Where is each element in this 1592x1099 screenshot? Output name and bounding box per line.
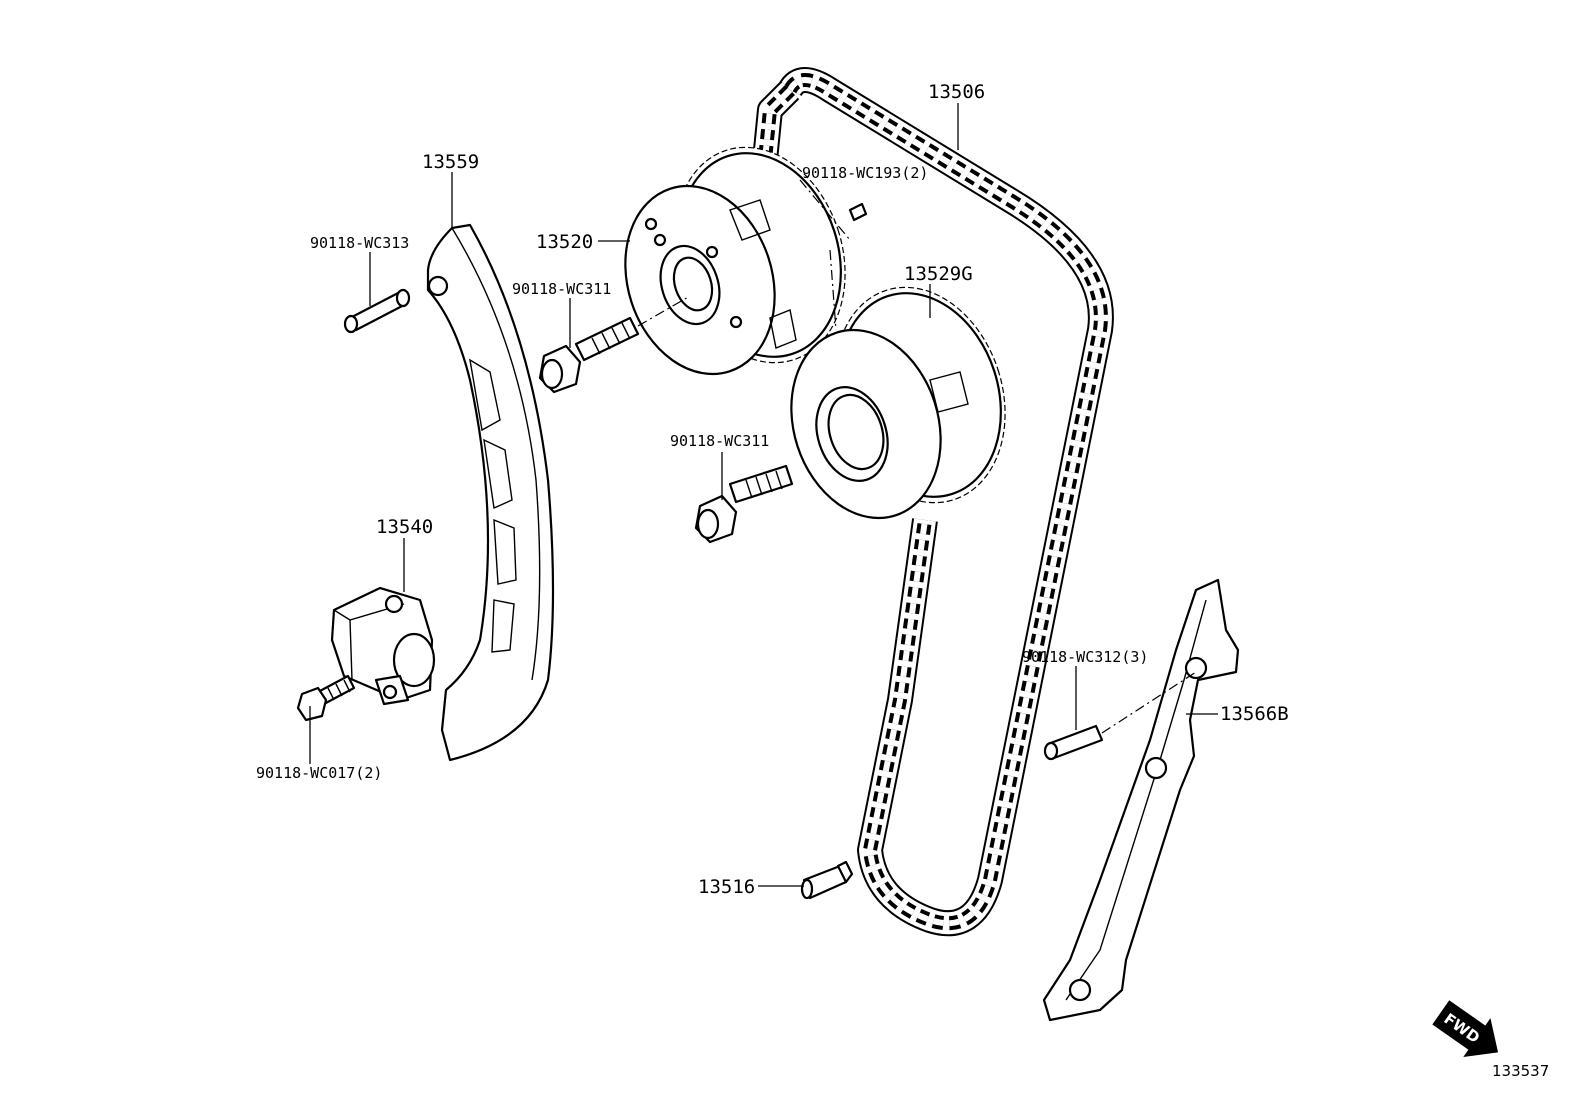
pin-90118-wc312 — [1043, 671, 1197, 761]
label-13529g: 13529G — [904, 263, 973, 285]
part-labels: 13559 90118-WC313 13520 90118-WC311 1350… — [256, 81, 1289, 898]
sprocket-13520 — [624, 146, 846, 376]
pin-90118-wc193 — [799, 179, 868, 331]
dowel-pin-13516 — [800, 860, 854, 900]
chain-guide-13566b — [1042, 578, 1240, 1022]
label-13559: 13559 — [422, 151, 479, 173]
label-13516: 13516 — [698, 876, 755, 898]
label-13520: 13520 — [536, 231, 593, 253]
label-90118-wc017: 90118-WC017(2) — [256, 764, 382, 782]
chain-guide-13559 — [426, 223, 555, 762]
label-90118-wc312: 90118-WC312(3) — [1022, 648, 1148, 666]
bolt-90118-wc311-lower — [694, 464, 794, 544]
reference-number: 133537 — [1492, 1062, 1549, 1080]
label-90118-wc313: 90118-WC313 — [310, 234, 409, 252]
label-13566b: 13566B — [1220, 703, 1289, 725]
fwd-arrow-icon: FWD — [1432, 1000, 1499, 1058]
label-90118-wc311-upper: 90118-WC311 — [512, 280, 611, 298]
label-13506: 13506 — [928, 81, 985, 103]
pin-90118-wc313 — [343, 288, 411, 334]
label-90118-wc311-lower: 90118-WC311 — [670, 432, 769, 450]
leader-lines — [309, 103, 1218, 887]
label-13540: 13540 — [376, 516, 433, 538]
label-90118-wc193: 90118-WC193(2) — [802, 164, 928, 182]
bolt-90118-wc017 — [296, 674, 356, 722]
sprocket-13529g — [790, 286, 1006, 520]
bolt-90118-wc311-upper — [538, 295, 691, 394]
chain-tensioner-13540 — [330, 586, 436, 706]
